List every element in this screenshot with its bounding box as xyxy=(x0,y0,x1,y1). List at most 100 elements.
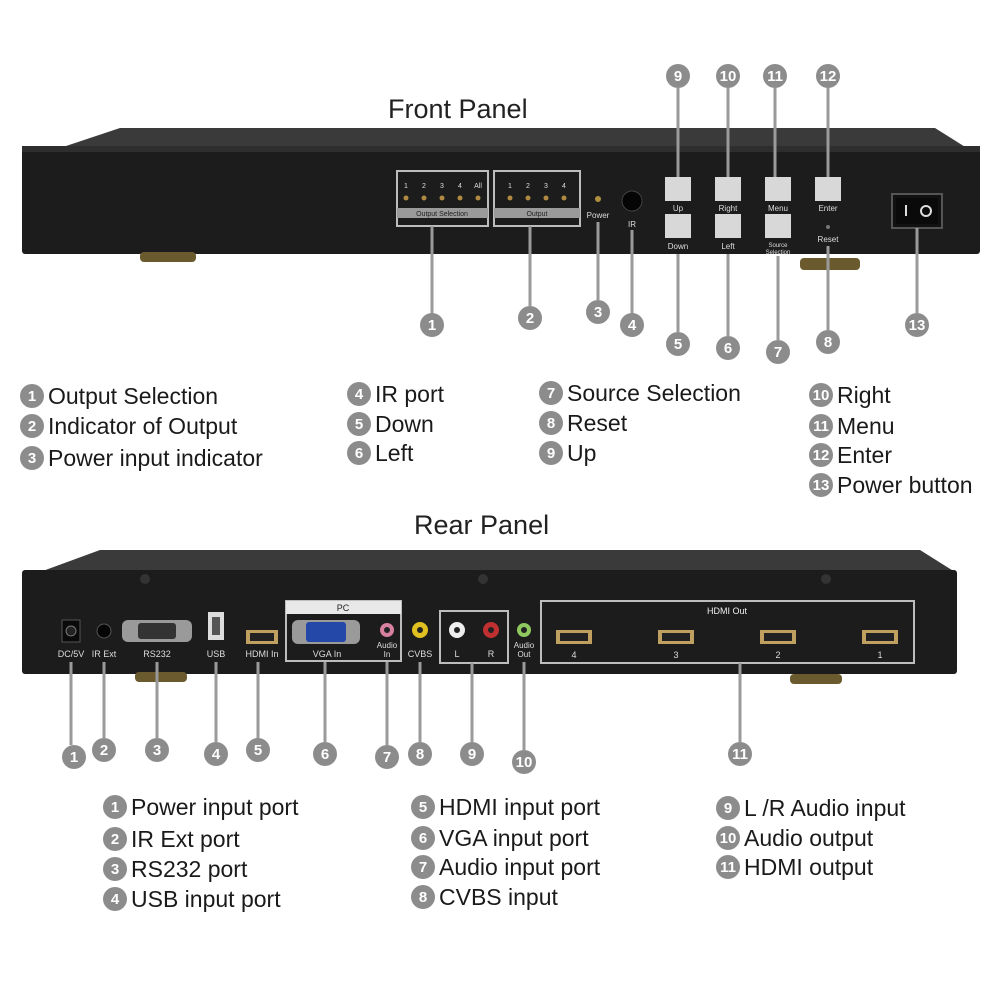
output-selection-led xyxy=(421,195,427,201)
output-selection-number: 2 xyxy=(422,183,426,190)
front-callout-12: 12 xyxy=(816,64,840,88)
front-legend-number: 1 xyxy=(20,384,44,408)
output-indicator-number: 2 xyxy=(526,183,530,190)
hdmi-out-number: 2 xyxy=(775,650,780,660)
hdmi-out-port-slot xyxy=(560,633,588,641)
front-legend-number: 5 xyxy=(347,412,371,436)
front-legend-number: 12 xyxy=(809,443,833,467)
output-selection-number: 3 xyxy=(440,183,444,190)
rear-legend-text: L /R Audio input xyxy=(744,794,906,821)
rear-legend-number: 6 xyxy=(411,826,435,850)
output-indicator-led xyxy=(507,195,513,201)
output-indicator-led xyxy=(543,195,549,201)
front-menu-text: Menu xyxy=(768,204,788,213)
rear-legend-number: 2 xyxy=(103,827,127,851)
front-source-text-2: Selection xyxy=(766,250,791,256)
front-legend-number: 13 xyxy=(809,473,833,497)
front-legend-text: Up xyxy=(567,439,597,466)
output-selection-number: 1 xyxy=(404,183,408,190)
rear-legend-text: Audio input port xyxy=(439,853,601,880)
front-callout-9: 9 xyxy=(666,64,690,88)
rear-dc-text: DC/5V xyxy=(58,649,85,659)
front-legend-text: Indicator of Output xyxy=(48,412,238,439)
rear-cvbs-text: CVBS xyxy=(408,649,433,659)
front-legend-text: Menu xyxy=(837,412,895,439)
rear-callout-5: 5 xyxy=(246,738,270,762)
output-selection-number: All xyxy=(474,183,482,190)
rear-callout-lines xyxy=(69,662,742,750)
rear-legend-text: Power input port xyxy=(131,793,299,820)
front-callout-13: 13 xyxy=(905,313,929,337)
front-down-text: Down xyxy=(668,242,688,251)
output-selection-led xyxy=(475,195,481,201)
rear-vga-text: VGA In xyxy=(313,649,342,659)
rear-hdmi-out-text: HDMI Out xyxy=(707,606,748,616)
front-legend-text: Power input indicator xyxy=(48,444,263,471)
rear-legend-text: CVBS input xyxy=(439,883,558,910)
hdmi-out-port-slot xyxy=(866,633,894,641)
rear-callout-6: 6 xyxy=(313,742,337,766)
front-legend-text: Down xyxy=(375,410,434,437)
hdmi-out-number: 1 xyxy=(877,650,882,660)
rear-legend-number: 3 xyxy=(103,857,127,881)
output-indicator-number: 4 xyxy=(562,183,566,190)
output-selection-led xyxy=(457,195,463,201)
rear-legend-number: 9 xyxy=(716,796,740,820)
front-callout-11: 11 xyxy=(763,64,787,88)
output-indicator-number: 1 xyxy=(508,183,512,190)
rear-legend-text: VGA input port xyxy=(439,824,589,851)
front-reset-text: Reset xyxy=(818,235,840,244)
rear-pc-text: PC xyxy=(337,603,350,613)
rear-rs232-text: RS232 xyxy=(143,649,171,659)
front-legend-text: Source Selection xyxy=(567,379,741,406)
front-callout-3: 3 xyxy=(586,300,610,324)
front-legend-text: Left xyxy=(375,439,414,466)
front-legend-text: Enter xyxy=(837,441,892,468)
hdmi-out-number: 3 xyxy=(673,650,678,660)
rear-legend-number: 10 xyxy=(716,826,740,850)
front-source-text-1: Source xyxy=(768,243,788,249)
rear-l-text: L xyxy=(454,649,459,659)
front-legend-number: 6 xyxy=(347,441,371,465)
front-ir-text: IR xyxy=(628,220,636,229)
hdmi-out-number: 4 xyxy=(571,650,576,660)
front-legend-text: Right xyxy=(837,381,891,408)
hdmi-out-port-slot xyxy=(764,633,792,641)
front-legend-number: 11 xyxy=(809,414,833,438)
rear-legend-number: 1 xyxy=(103,795,127,819)
rear-legend-text: RS232 port xyxy=(131,855,248,882)
front-callout-8: 8 xyxy=(816,330,840,354)
rear-callout-8: 8 xyxy=(408,742,432,766)
rear-legend-text: USB input port xyxy=(131,885,281,912)
front-legend-number: 9 xyxy=(539,441,563,465)
rear-callout-9: 9 xyxy=(460,742,484,766)
front-legend-number: 10 xyxy=(809,383,833,407)
rear-legend-number: 7 xyxy=(411,855,435,879)
rear-panel-device: DC/5V IR Ext RS232 USB HDMI In PC VGA In xyxy=(22,550,957,684)
rear-hdmi-in-text: HDMI In xyxy=(245,649,278,659)
front-legend-text: Output Selection xyxy=(48,382,219,409)
rear-panel-title: Rear Panel xyxy=(414,510,550,540)
rear-callout-4: 4 xyxy=(204,742,228,766)
rear-legend-text: Audio output xyxy=(744,824,874,851)
output-indicator-led xyxy=(525,195,531,201)
rear-usb-text: USB xyxy=(207,649,226,659)
